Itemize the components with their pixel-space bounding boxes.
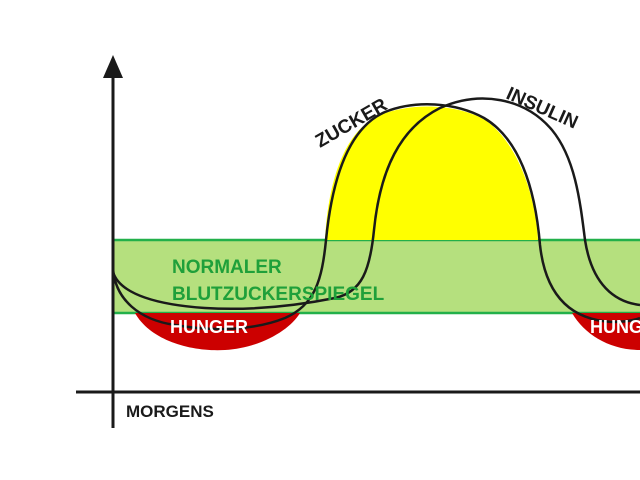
x-axis-label: MORGENS [126, 402, 214, 421]
insulin-curve-label: INSULIN [503, 83, 581, 133]
sugar-curve [111, 103, 640, 331]
hunger-label-left: HUNGER [170, 317, 248, 337]
insulin-curve [111, 97, 640, 311]
hunger-dip-left-fill [135, 313, 300, 351]
normal-band-label-line2: BLUTZUCKERSPIEGEL [172, 284, 385, 305]
hunger-label-right: HUNGER [590, 317, 640, 337]
y-axis-arrow [103, 55, 123, 78]
normal-band-label-line1: NORMALER [172, 257, 282, 278]
